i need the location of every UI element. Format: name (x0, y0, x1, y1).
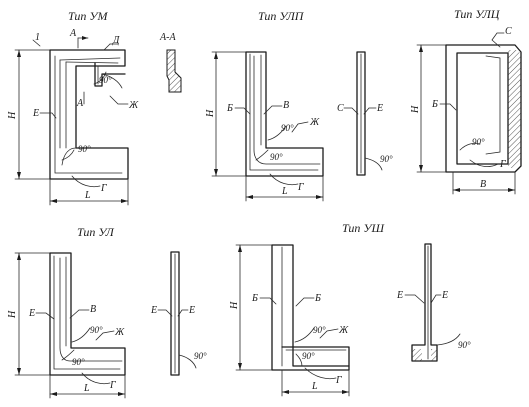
type-um-d-label: Д (112, 35, 120, 46)
type-ul-v-label: В (90, 304, 96, 315)
type-ulp-figure: Тип УЛП Н Б В 90° Ж 90° Г L (205, 9, 324, 202)
type-ulc-title: Тип УЛЦ (454, 7, 501, 21)
type-um-figure: Тип УМ Н А А 1 Д 90° (7, 9, 139, 206)
section-aa-label: А-А (159, 32, 176, 43)
type-ul-angle-bottom: 90° (72, 357, 85, 367)
type-ush-angle-bottom: 90° (302, 351, 315, 361)
type-ush-title: Тип УШ (342, 221, 385, 235)
type-ulp-side-angle: 90° (380, 154, 393, 164)
type-ulp-l-label: L (281, 186, 288, 197)
type-ulc-b-dim-label: В (480, 179, 486, 190)
type-ulp-side-view: С Е 90° (337, 51, 393, 176)
type-ush-b-right-label: Б (314, 293, 321, 304)
type-um-a-label-mid: А (76, 98, 84, 109)
type-ul-side-view: Е Е 90° (150, 251, 207, 376)
type-ush-l-label: L (311, 381, 318, 392)
type-ulp-v-label: В (283, 100, 289, 111)
type-ulp-side-e-label: Е (376, 103, 383, 114)
type-ush-side-e-right-label: Е (441, 290, 448, 301)
type-ul-title: Тип УЛ (77, 225, 115, 239)
type-ulp-b-label: Б (226, 103, 233, 114)
type-um-angle-top: 90° (99, 75, 112, 85)
type-ulc-s-label: С (505, 26, 512, 37)
type-ul-e-label: Е (28, 308, 35, 319)
type-ush-side-angle: 90° (458, 340, 471, 350)
type-ul-angle-top: 90° (90, 325, 103, 335)
type-ush-side-e-left-label: Е (396, 290, 403, 301)
type-ulp-angle-top: 90° (281, 123, 294, 133)
type-ul-side-angle: 90° (194, 351, 207, 361)
type-ul-figure: Тип УЛ Н Е В 90° Ж 90° Г L (7, 225, 126, 399)
type-um-zh-label: Ж (128, 100, 139, 111)
type-um-g-label: Г (100, 183, 107, 194)
type-ulc-h-label: Н (410, 105, 421, 114)
type-ulc-g-label: Г (499, 159, 506, 170)
type-ulc-b-label: Б (431, 99, 438, 110)
type-ul-side-e-right-label: Е (188, 305, 195, 316)
type-ulc-angle: 90° (472, 137, 485, 147)
type-ush-side-view: Е Е 90° (396, 243, 471, 362)
type-ul-zh-label: Ж (114, 327, 125, 338)
type-ul-side-e-left-label: Е (150, 305, 157, 316)
type-ush-h-label: Н (229, 301, 240, 310)
type-ul-g-label: Г (109, 380, 116, 391)
type-ul-l-label: L (83, 383, 90, 394)
type-ush-angle-top: 90° (313, 325, 326, 335)
type-um-l-label: L (84, 190, 91, 201)
type-ush-figure: Тип УШ Н Б Б 90° Ж 90° Г L (229, 221, 385, 397)
type-ulp-angle-bottom: 90° (270, 152, 283, 162)
type-um-one-label: 1 (35, 32, 40, 43)
type-ush-zh-label: Ж (338, 325, 349, 336)
section-aa-figure: А-А (159, 32, 182, 93)
type-ush-g-label: Г (335, 375, 342, 386)
type-um-a-label-top: А (69, 28, 77, 39)
type-ulp-h-label: Н (205, 109, 216, 118)
type-ulp-zh-label: Ж (309, 117, 320, 128)
type-um-h-label: Н (7, 111, 18, 120)
type-ush-b-left-label: Б (251, 293, 258, 304)
type-ulp-g-label: Г (297, 182, 304, 193)
type-um-title: Тип УМ (68, 9, 108, 23)
type-um-e-label: Е (32, 108, 39, 119)
type-ulc-figure: Тип УЛЦ Н 90° Б С Г В (410, 7, 522, 195)
type-um-angle-bottom: 90° (78, 144, 91, 154)
type-ul-h-label: Н (7, 310, 18, 319)
type-ulp-side-s-label: С (337, 103, 344, 114)
type-ulp-title: Тип УЛП (258, 9, 305, 23)
